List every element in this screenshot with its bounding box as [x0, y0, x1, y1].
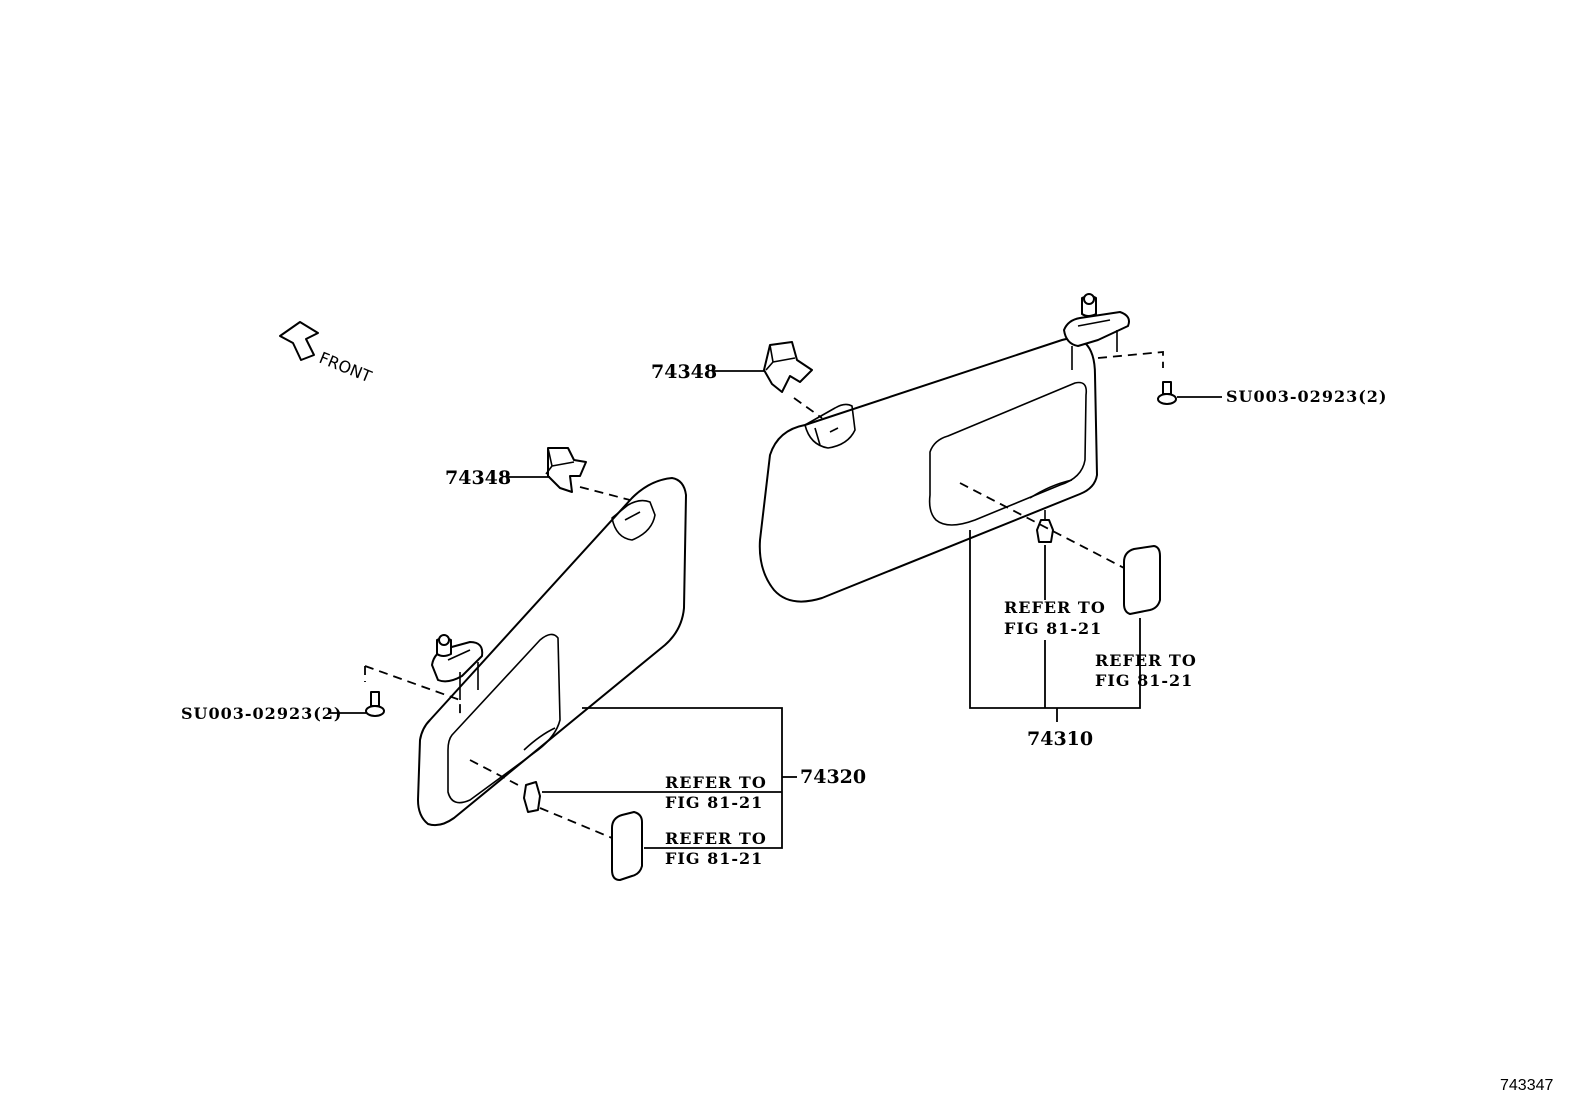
dash-right-screw	[1097, 351, 1164, 368]
right-sun-visor	[758, 293, 1130, 603]
dash-right-lens	[959, 482, 1129, 571]
dash-left-lens	[539, 807, 613, 839]
right-retainer-part	[763, 341, 813, 393]
left-visor-part-number: 74320	[800, 766, 866, 788]
right-screw-part	[1157, 381, 1177, 405]
right-lens-part	[1123, 545, 1161, 615]
left-bulb-part	[523, 781, 541, 813]
leader-right-part	[1044, 640, 1058, 722]
bracket-left-visor	[582, 707, 783, 849]
left-retainer-label: 74348	[445, 467, 511, 489]
left-retainer-part	[545, 447, 587, 493]
front-arrow-icon	[279, 321, 319, 361]
dash-right-retainer	[793, 397, 823, 419]
left-lens-part	[611, 811, 643, 881]
figure-id: 743347	[1500, 1077, 1553, 1094]
left-screw-part	[365, 691, 385, 717]
left-bulb-refer-line1: REFER TO	[665, 773, 767, 792]
front-label: FRONT	[317, 348, 375, 386]
left-lens-refer-line1: REFER TO	[665, 829, 767, 848]
left-screw-label: SU003-02923(2)	[181, 704, 342, 723]
dash-left-bulb	[469, 759, 521, 787]
left-lens-refer-line2: FIG 81-21	[665, 849, 763, 868]
dash-left-retainer	[579, 486, 631, 501]
right-bulb-refer-line1: REFER TO	[1004, 598, 1106, 617]
dash-left-screw	[364, 665, 461, 718]
left-sun-visor	[417, 477, 687, 827]
right-lens-refer-line2: FIG 81-21	[1095, 671, 1193, 690]
right-screw-label: SU003-02923(2)	[1226, 387, 1387, 406]
right-bulb-refer-line2: FIG 81-21	[1004, 619, 1102, 638]
right-lens-refer-line1: REFER TO	[1095, 651, 1197, 670]
bracket-right-visor	[969, 530, 1141, 709]
right-bulb-part	[1036, 510, 1054, 543]
left-bulb-refer-line2: FIG 81-21	[665, 793, 763, 812]
right-retainer-label: 74348	[651, 361, 717, 383]
right-visor-part-number: 74310	[1027, 728, 1093, 750]
